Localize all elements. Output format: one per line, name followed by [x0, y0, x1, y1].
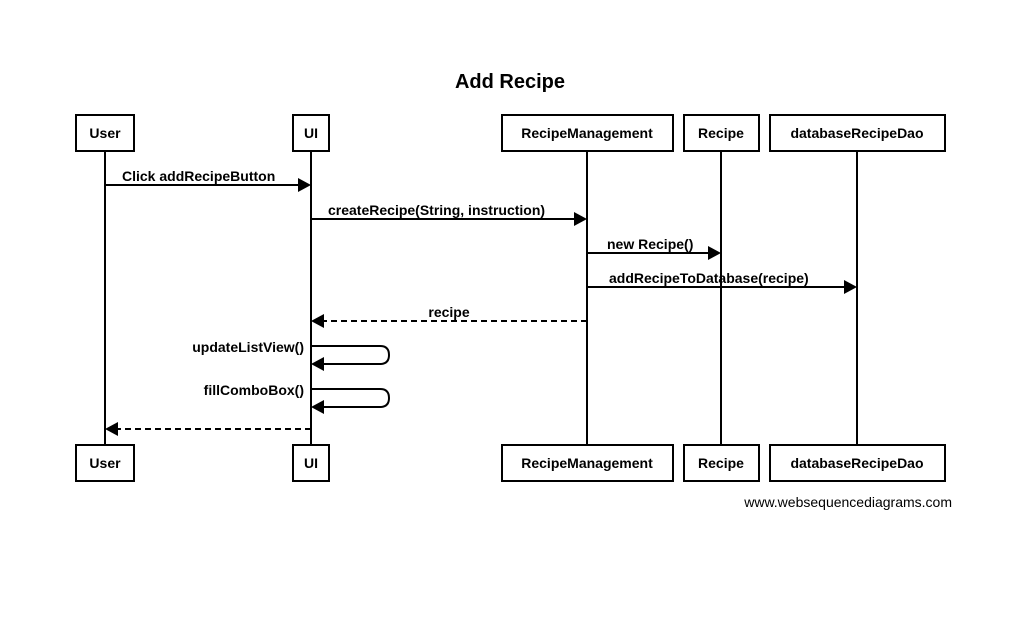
message-click-add-recipe-button: Click addRecipeButton	[105, 168, 311, 192]
diagram-title: Add Recipe	[455, 71, 565, 93]
participant-label: RecipeManagement	[521, 125, 653, 141]
watermark: www.websequencediagrams.com	[743, 494, 952, 510]
participant-recipe-bottom: Recipe	[683, 444, 760, 482]
message-label: addRecipeToDatabase(recipe)	[609, 270, 809, 286]
participant-database-recipe-dao-bottom: databaseRecipeDao	[769, 444, 946, 482]
participant-label: UI	[304, 125, 318, 141]
participant-label: databaseRecipeDao	[790, 125, 923, 141]
message-label: createRecipe(String, instruction)	[328, 202, 545, 218]
participant-ui-bottom: UI	[292, 444, 330, 482]
participant-label: User	[89, 125, 121, 141]
arrowhead-icon	[708, 246, 721, 260]
arrowhead-icon	[844, 280, 857, 294]
message-add-recipe-to-database: addRecipeToDatabase(recipe)	[587, 270, 857, 294]
arrowhead-icon	[311, 357, 324, 371]
participant-ui-top: UI	[292, 114, 330, 152]
participant-label: Recipe	[698, 455, 744, 471]
arrowhead-icon	[311, 314, 324, 328]
message-fill-combo-box: fillComboBox()	[204, 382, 391, 414]
message-label: recipe	[428, 304, 469, 320]
message-return-recipe: recipe	[311, 304, 587, 328]
message-create-recipe: createRecipe(String, instruction)	[311, 202, 587, 226]
participant-label: UI	[304, 455, 318, 471]
participant-label: RecipeManagement	[521, 455, 653, 471]
participant-recipe-management-bottom: RecipeManagement	[501, 444, 674, 482]
participant-recipe-management-top: RecipeManagement	[501, 114, 674, 152]
participant-user-top: User	[75, 114, 135, 152]
arrowhead-icon	[311, 400, 324, 414]
message-label: new Recipe()	[607, 236, 693, 252]
message-label: updateListView()	[192, 339, 304, 355]
participant-label: User	[89, 455, 121, 471]
message-new-recipe: new Recipe()	[587, 236, 721, 260]
participant-recipe-top: Recipe	[683, 114, 760, 152]
participant-label: databaseRecipeDao	[790, 455, 923, 471]
arrowhead-icon	[574, 212, 587, 226]
participant-database-recipe-dao-top: databaseRecipeDao	[769, 114, 946, 152]
arrowhead-icon	[105, 422, 118, 436]
participant-label: Recipe	[698, 125, 744, 141]
message-update-list-view: updateListView()	[192, 339, 391, 371]
message-label: Click addRecipeButton	[122, 168, 275, 184]
participant-user-bottom: User	[75, 444, 135, 482]
message-return-to-user	[105, 422, 311, 436]
message-label: fillComboBox()	[204, 382, 304, 398]
arrowhead-icon	[298, 178, 311, 192]
